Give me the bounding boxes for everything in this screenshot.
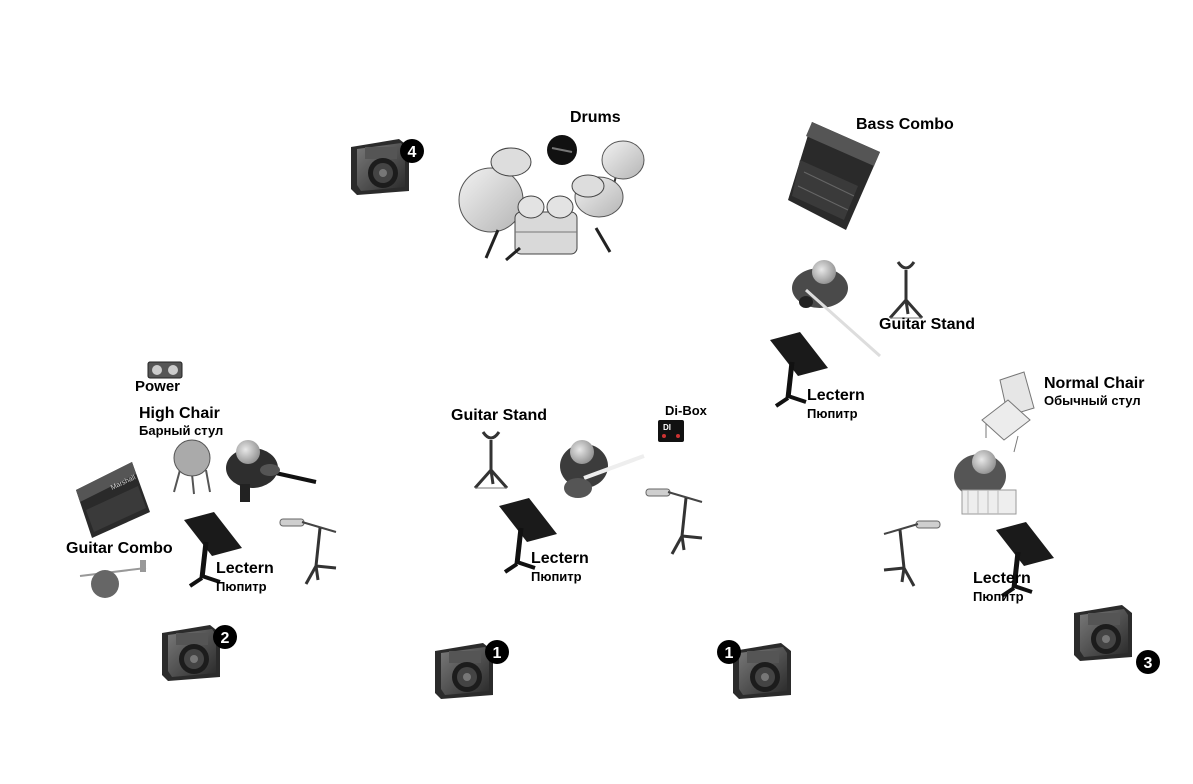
di-box: DI xyxy=(658,420,684,442)
mic-stand-right xyxy=(882,519,942,588)
mic-stand-center xyxy=(644,487,704,556)
wedge-monitor-1-left xyxy=(435,643,493,699)
guitar-combo-amp: Marshall xyxy=(76,462,150,538)
monitor-1-right-number: 1 xyxy=(725,645,734,662)
bass-player xyxy=(792,260,881,358)
di-box-label: Di-Box xyxy=(665,403,708,418)
monitor-4-badge xyxy=(400,139,424,163)
power-outlet xyxy=(147,361,183,379)
normal-chair xyxy=(981,371,1035,453)
normal-chair-label: Normal Chair xyxy=(1044,375,1144,392)
lectern-center-label: Lectern xyxy=(531,550,589,567)
lectern-far-right-label-ru: Пюпитр xyxy=(973,589,1024,604)
high-chair-label-ru: Барный стул xyxy=(139,423,223,438)
accordion-player xyxy=(954,450,1017,515)
round-stool xyxy=(79,560,147,598)
lectern-left-label: Lectern xyxy=(216,560,274,577)
guitar-player-center xyxy=(560,440,645,498)
monitor-2-number: 2 xyxy=(221,630,230,647)
drum-kit xyxy=(458,135,645,262)
lectern-right-label: Lectern xyxy=(807,387,865,404)
wedge-monitor-4 xyxy=(351,139,409,195)
di-box-face: DI xyxy=(663,423,671,432)
guitar-stand-center xyxy=(473,430,509,490)
guitar-stand-center-label: Guitar Stand xyxy=(451,407,547,424)
monitor-2-badge xyxy=(213,625,237,649)
wedge-monitor-1-right xyxy=(733,643,791,699)
violin-player xyxy=(226,440,317,502)
bass-combo-label: Bass Combo xyxy=(856,116,954,133)
high-chair xyxy=(173,439,211,495)
wedge-monitor-3 xyxy=(1074,605,1132,661)
wedge-monitor-2 xyxy=(162,625,220,681)
monitor-1-right-badge xyxy=(717,640,741,664)
monitor-4-number: 4 xyxy=(408,144,417,161)
guitar-stand-right xyxy=(888,260,924,320)
guitar-stand-right-label: Guitar Stand xyxy=(879,316,975,333)
normal-chair-label-ru: Обычный стул xyxy=(1044,393,1141,408)
power-label: Power xyxy=(135,378,180,395)
high-chair-label: High Chair xyxy=(139,405,220,422)
monitor-1-left-number: 1 xyxy=(493,645,502,662)
guitar-combo-label: Guitar Combo xyxy=(66,540,173,557)
monitor-3-number: 3 xyxy=(1144,655,1153,672)
monitor-1-left-badge xyxy=(485,640,509,664)
lectern-far-right-label: Lectern xyxy=(973,570,1031,587)
lectern-left-label-ru: Пюпитр xyxy=(216,579,267,594)
mic-stand-left xyxy=(278,517,338,586)
lectern-right-label-ru: Пюпитр xyxy=(807,406,858,421)
lectern-center-label-ru: Пюпитр xyxy=(531,569,582,584)
monitor-3-badge xyxy=(1136,650,1160,674)
drums-label: Drums xyxy=(570,109,621,126)
bass-combo-amp xyxy=(788,122,880,230)
